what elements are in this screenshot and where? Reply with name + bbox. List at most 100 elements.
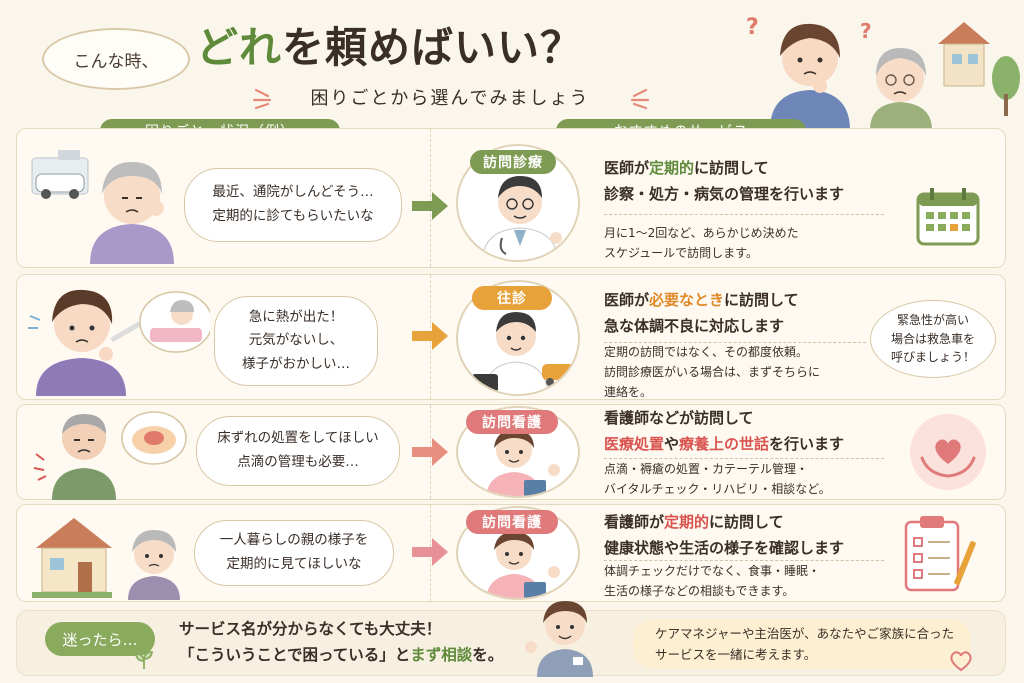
elderly-man-bedsore-illustration xyxy=(33,411,187,500)
service-description: 定期の訪問ではなく、その都度依頼。 訪問診療医がいる場合は、まずそちらに 連絡を… xyxy=(604,343,820,402)
nurse-illustration xyxy=(486,430,560,496)
title-highlight: 定期的 xyxy=(649,159,695,177)
desc-line: 生活の様子などの相談もできます。 xyxy=(604,583,795,598)
service-title: 医師が定期的に訪問して 診察・処方・病気の管理を行います xyxy=(604,156,844,207)
title-line: 健康状態や生活の様子を確認します xyxy=(604,538,845,557)
title-part: に訪問して xyxy=(694,159,769,177)
title-highlight: 定期的 xyxy=(664,513,710,531)
situation-bubble: 急に熱が出た！ 元気がないし、 様子がおかしい… xyxy=(214,296,378,386)
title-line: 診察・処方・病気の管理を行います xyxy=(604,184,845,203)
service-description: 月に1〜2回など、あらかじめ決めた スケジュールで訪問します。 xyxy=(604,224,799,264)
situation-line: 最近、通院がしんどそう… xyxy=(212,184,374,201)
svg-text:?: ? xyxy=(860,19,872,43)
title-part: 医師が xyxy=(604,159,650,177)
page-title-accent: どれ xyxy=(196,23,283,72)
note-line: ケアマネジャーや主治医が、あなたやご家族に合った xyxy=(655,625,955,641)
nurse-illustration xyxy=(486,532,560,598)
note-line: 緊急性が高い xyxy=(896,313,969,328)
worried-family-illustration: ? ? xyxy=(746,15,1020,130)
situation-bubble: 床ずれの処置をしてほしい 点滴の管理も必要… xyxy=(196,416,400,486)
service-description: 点滴・褥瘡の処置・カテーテル管理・ バイタルチェック・リハビリ・相談など。 xyxy=(604,460,831,500)
note-line: 場合は救急車を xyxy=(890,331,975,346)
checklist-icon xyxy=(904,516,976,592)
footer-message: サービス名が分からなくても大丈夫！ 「こういうことで困っている」とまず相談を。 xyxy=(179,617,503,668)
note-line: 呼びましょう！ xyxy=(890,350,975,365)
title-part: 医師が xyxy=(604,291,650,309)
situation-line: 床ずれの処置をしてほしい xyxy=(217,430,379,447)
desc-line: 訪問診療医がいる場合は、まずそちらに xyxy=(604,364,821,379)
heart-outline-icon xyxy=(950,651,972,672)
page-title: どれを頼めばいい？ xyxy=(196,14,716,75)
header-tag-text: こんな時、 xyxy=(73,51,159,72)
footer-line-part: を。 xyxy=(472,645,504,664)
service-title: 看護師が定期的に訪問して 健康状態や生活の様子を確認します xyxy=(604,510,844,561)
situation-line: 元気がないし、 xyxy=(248,332,344,349)
page-title-rest: を頼めばいい？ xyxy=(282,23,584,72)
situation-line: 点滴の管理も必要… xyxy=(237,454,359,470)
desc-line: 点滴・褥瘡の処置・カテーテル管理・ xyxy=(604,462,809,476)
sprout-icon xyxy=(134,651,154,669)
footer-note-bubble: ケアマネジャーや主治医が、あなたやご家族に合った サービスを一緒に考えます。 xyxy=(633,619,971,669)
desc-line: 連絡を。 xyxy=(604,384,653,399)
service-title: 医師が必要なときに訪問して 急な体調不良に対応します xyxy=(604,288,799,339)
desc-line: 体調チェックだけでなく、食事・睡眠・ xyxy=(604,564,821,578)
situation-line: 様子がおかしい… xyxy=(242,355,350,372)
desc-line: 定期の訪問ではなく、その都度依頼。 xyxy=(604,345,809,359)
title-part: に訪問して xyxy=(709,513,784,531)
svg-text:?: ? xyxy=(746,15,759,40)
arrow-right-icon xyxy=(412,538,448,566)
situation-line: 急に熱が出た！ xyxy=(248,308,344,325)
divider xyxy=(604,214,884,215)
sparkle-left-icon xyxy=(252,88,272,110)
service-badge-home-nursing: 訪問看護 xyxy=(466,510,558,534)
woman-fever-illustration xyxy=(28,289,210,396)
care-manager-illustration xyxy=(525,601,593,677)
desc-line: 月に1〜2回など、あらかじめ決めた xyxy=(604,226,799,240)
doctor-illustration xyxy=(481,176,562,260)
divider xyxy=(604,458,884,459)
footer-highlight: まず相談 xyxy=(410,645,473,664)
page-subtitle: 困りごとから選んでみましょう xyxy=(310,88,590,109)
situation-line: 一人暮らしの親の様子を xyxy=(219,532,369,549)
arrow-right-icon xyxy=(412,438,448,466)
situation-bubble: 一人暮らしの親の様子を 定期的に見てほしいな xyxy=(194,520,394,586)
service-description: 体調チェックだけでなく、食事・睡眠・ 生活の様子などの相談もできます。 xyxy=(604,562,820,602)
arrow-right-icon xyxy=(412,322,448,350)
title-part: 看護師が xyxy=(604,513,665,531)
situation-panel xyxy=(17,129,431,267)
footer-line: サービス名が分からなくても大丈夫！ xyxy=(179,620,442,638)
title-highlight: 医療処置 xyxy=(604,434,665,453)
service-title: 看護師などが訪問して 医療処置や療養上の世話を行います xyxy=(604,406,844,457)
elderly-woman-car-illustration xyxy=(31,150,174,264)
divider xyxy=(604,342,866,343)
nurse-illustration-frame xyxy=(456,506,580,600)
title-line: 急な体調不良に対応します xyxy=(604,316,785,335)
title-part: や xyxy=(664,434,680,453)
arrow-right-icon xyxy=(412,192,448,220)
header-speech-bubble: こんな時、 xyxy=(42,28,190,90)
house-elderly-woman-illustration xyxy=(32,518,180,600)
footer-panel: 迷ったら… サービス名が分からなくても大丈夫！ 「こういうことで困っている」とま… xyxy=(16,601,1006,677)
sparkle-right-icon xyxy=(630,88,650,110)
title-highlight: 必要なとき xyxy=(649,291,725,309)
note-line: サービスを一緒に考えます。 xyxy=(655,647,817,662)
title-highlight: 療養上の世話 xyxy=(679,434,770,453)
situation-line: 定期的に診てもらいたいな xyxy=(212,208,374,224)
title-part: に訪問して xyxy=(724,291,799,309)
situation-line: 定期的に見てほしいな xyxy=(226,556,362,572)
service-badge-home-medical: 訪問診療 xyxy=(470,150,556,174)
title-part: を行います xyxy=(769,434,845,453)
footer-badge: 迷ったら… xyxy=(45,622,155,656)
divider xyxy=(604,560,884,561)
desc-line: バイタルチェック・リハビリ・相談など。 xyxy=(604,481,831,496)
desc-line: スケジュールで訪問します。 xyxy=(604,245,758,260)
service-badge-home-nursing: 訪問看護 xyxy=(466,410,558,434)
title-line: 看護師などが訪問して xyxy=(604,409,754,427)
calendar-icon xyxy=(916,188,980,246)
footer-line-part: 「こういうことで困っている」と xyxy=(179,645,411,664)
service-badge-house-call: 往診 xyxy=(472,286,552,310)
emergency-note-bubble: 緊急性が高い 場合は救急車を 呼びましょう！ xyxy=(870,300,996,378)
heart-hands-icon xyxy=(910,414,986,490)
situation-bubble: 最近、通院がしんどそう… 定期的に診てもらいたいな xyxy=(184,168,402,242)
